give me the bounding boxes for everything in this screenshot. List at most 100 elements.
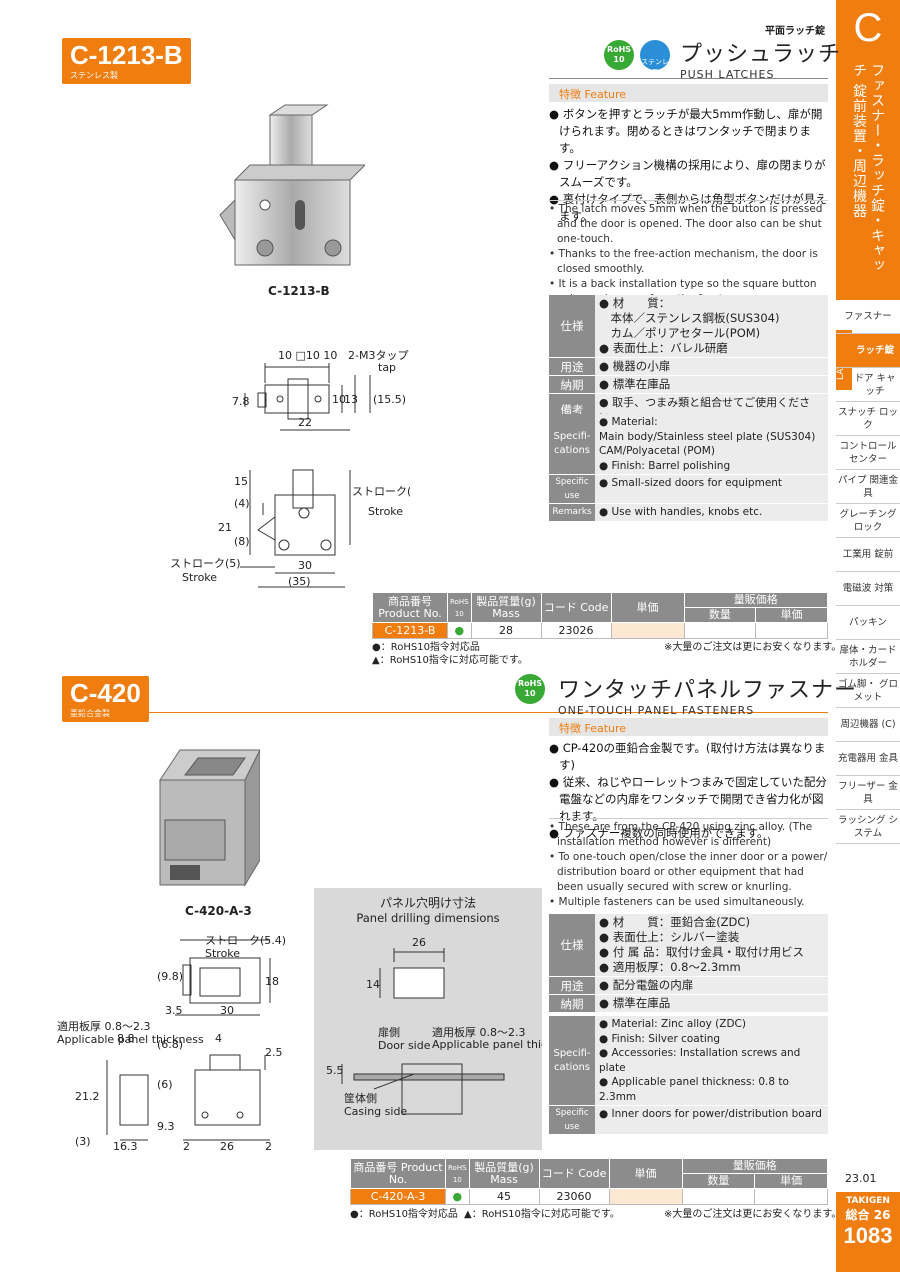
feature-header: 特徴 Feature [549,718,828,736]
svg-text:2.5: 2.5 [265,1046,283,1059]
feature-list-jp: ● ボタンを押すとラッチが最大5mm作動し、扉が開けられます。閉めるときはワンタ… [549,107,827,223]
svg-text:(4): (4) [234,497,250,510]
side-tab-item[interactable]: 周辺機器 (C) [836,708,900,742]
side-tab-item[interactable]: 電磁波 対策 [836,572,900,606]
svg-text:18: 18 [265,975,279,988]
panel-drilling-box: パネル穴明け寸法 Panel drilling dimensions 26 14… [314,888,542,1150]
svg-text:4: 4 [215,1032,222,1045]
side-tab-item[interactable]: ファスナー [836,300,900,334]
svg-text:(6): (6) [157,1078,173,1091]
dimension-drawing: 10 □10 10 2-M3タップ tap 22 7.8 10 13 (15.5… [170,349,410,588]
side-tab-header: C ファスナー・ラッチ錠・キャッチ 錠前装置・周辺機器 [836,0,900,300]
svg-text:8.8: 8.8 [117,1032,135,1045]
svg-text:ストローク(5.4): ストローク(5.4) [205,934,286,947]
svg-text:ストローク(6): ストローク(6) [352,485,410,498]
feature-list-jp: ● CP-420の亜鉛合金製です。(取付け方法は異なります) ● 従来、ねじやロ… [549,741,827,840]
feature-list-en: • These are from the CP-420 using zinc a… [549,821,828,908]
photo-caption: C-420-A-3 [185,904,252,918]
side-tab-item[interactable]: 充電器用 金具 [836,742,900,776]
svg-text:Stroke: Stroke [205,947,240,960]
svg-text:2-M3タップ: 2-M3タップ [348,349,408,362]
svg-text:(35): (35) [288,575,311,588]
side-tab-letter: C [853,6,883,50]
svg-text:Door side: Door side [378,1039,431,1052]
footer-sogo: 総合 26 [845,1208,891,1222]
svg-text:26: 26 [412,936,426,949]
side-tab-vertical-title: ファスナー・ラッチ錠・キャッチ 錠前装置・周辺機器 [851,63,885,273]
svg-text:21: 21 [218,521,232,534]
svg-text:14: 14 [366,978,380,991]
stainless-icon: ステンレス [640,40,670,76]
panel-title-en: Panel drilling dimensions [356,911,500,925]
photo-caption: C-1213-B [268,284,330,298]
svg-text:21.2: 21.2 [75,1090,100,1103]
svg-text:適用板厚 0.8〜2.3: 適用板厚 0.8〜2.3 [432,1025,525,1039]
footnote: ※大量のご注文は更にお安くなります。 [664,642,842,653]
svg-text:(3): (3) [75,1135,91,1148]
product-photo [219,104,365,266]
side-tab-item[interactable]: 工業用 錠前 [836,538,900,572]
svg-text:Casing side: Casing side [344,1105,407,1118]
footnote: ●：RoHS10指令対応品 [350,1209,458,1220]
side-tab-item-active[interactable]: ラッチ錠 [836,334,900,368]
footnote: ※大量のご注文は更にお安くなります。 [664,1209,842,1220]
panel-drawing: 26 14 扉側 Door side 適用板厚 0.8〜2.3 Applicab… [326,936,542,1118]
svg-text:2: 2 [265,1140,272,1152]
category-label: 平面ラッチ錠 [765,26,825,37]
side-tab-item[interactable]: ドア キャッチ [836,368,900,402]
svg-text:ストローク(5): ストローク(5) [170,557,241,570]
side-tab-item[interactable]: パッキン [836,606,900,640]
svg-text:Applicable panel thickness: Applicable panel thickness [57,1033,204,1046]
rohs-icon: RoHS 10 [515,674,545,704]
side-tab-item[interactable]: グレーチング ロック [836,504,900,538]
svg-text:13: 13 [344,393,358,406]
side-tab-item[interactable]: パイプ 関連金具 [836,470,900,504]
svg-text:30: 30 [298,559,312,572]
svg-text:30: 30 [220,1004,234,1017]
svg-text:2: 2 [183,1140,190,1152]
svg-text:3.5: 3.5 [165,1004,183,1017]
footer-date: 23.01 [845,1172,877,1185]
svg-text:Stroke: Stroke [368,505,403,518]
svg-text:26: 26 [220,1140,234,1152]
svg-text:7.8: 7.8 [232,395,250,408]
feature-header: 特徴 Feature [549,84,828,102]
product-title: プッシュラッチ PUSH LATCHES [680,42,842,81]
svg-text:(9.8): (9.8) [157,970,183,983]
svg-text:(8): (8) [234,535,250,548]
svg-text:Stroke: Stroke [182,571,217,584]
side-tab-item[interactable]: ゴム脚・ グロメット [836,674,900,708]
footer-page-box: TAKIGEN 総合 26 1083 [836,1192,900,1272]
product-title: ワンタッチパネルファスナー ONE-TOUCH PANEL FASTENERS [558,678,858,717]
dimension-drawing: ストローク(5.4) Stroke (9.8) 18 3.5 30 適用板厚 0… [57,934,286,1152]
footer-brand: TAKIGEN [846,1196,890,1206]
svg-text:扉側: 扉側 [378,1026,400,1039]
product-photo [159,749,260,887]
footnote: ●：RoHS10指令対応品 [372,642,480,653]
svg-text:15: 15 [234,475,248,488]
svg-text:Applicable panel thickness: Applicable panel thickness [432,1038,542,1051]
spec-table-jp: 仕様● 材 質：亜鉛合金(ZDC)● 表面仕上：シルバー塗装● 付 属 品：取付… [549,914,828,1013]
svg-text:(15.5): (15.5) [373,393,406,406]
svg-text:10: 10 [332,393,346,406]
side-tab-item[interactable]: スナッチ ロック [836,402,900,436]
side-tab-item[interactable]: コントロール センター [836,436,900,470]
svg-text:(6.8): (6.8) [157,1038,183,1051]
feature-list-en: • The latch moves 5mm when the button is… [549,203,823,305]
footnote: ▲：RoHS10指令に対応可能です。 [372,655,528,666]
panel-title-jp: パネル穴明け寸法 [379,896,476,910]
footnote: ▲：RoHS10指令に対応可能です。 [464,1209,620,1220]
side-tab-item[interactable]: フリーザー 金具 [836,776,900,810]
rohs-icon: RoHS 10 [604,40,634,70]
side-tab-item[interactable]: 扉体・カード ホルダー [836,640,900,674]
svg-text:tap: tap [378,361,396,374]
svg-text:筐体側: 筐体側 [344,1091,377,1105]
spec-table-jp: 仕様● 材 質： 本体／ステンレス鋼板(SUS304) カム／ポリアセタール(P… [549,295,828,427]
side-tab-item[interactable]: ラッシング システム [836,810,900,844]
